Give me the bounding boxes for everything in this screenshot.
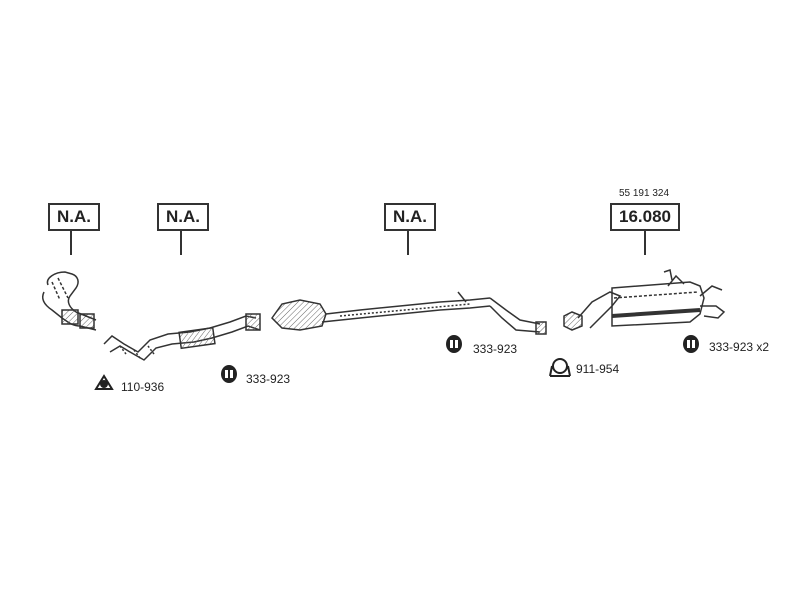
gasket-icon (94, 374, 114, 390)
part-code-hanger-2: 333-923 (473, 342, 518, 356)
hanger-icon-3 (683, 335, 699, 353)
part-code-hanger-1: 333-923 (246, 372, 291, 386)
part-code-gasket: 110-936 (121, 380, 165, 394)
part-code-clamp: 911-954 (576, 362, 620, 376)
catalytic-converter (271, 291, 547, 335)
hanger-icon-2 (446, 335, 462, 353)
callout-ref-number: 55 191 324 (618, 188, 670, 199)
hanger-icon-1 (221, 365, 237, 383)
part-code-hanger-3: 333-923 x2 (709, 340, 770, 354)
callout-box-4: 16.080 (610, 203, 680, 231)
front-downpipe (41, 271, 97, 331)
clamp-icon (549, 358, 571, 377)
front-pipe (103, 313, 261, 361)
callout-box-3: N.A. (384, 203, 436, 231)
callout-box-2: N.A. (157, 203, 209, 231)
callout-box-1: N.A. (48, 203, 100, 231)
rear-silencer (563, 269, 726, 331)
